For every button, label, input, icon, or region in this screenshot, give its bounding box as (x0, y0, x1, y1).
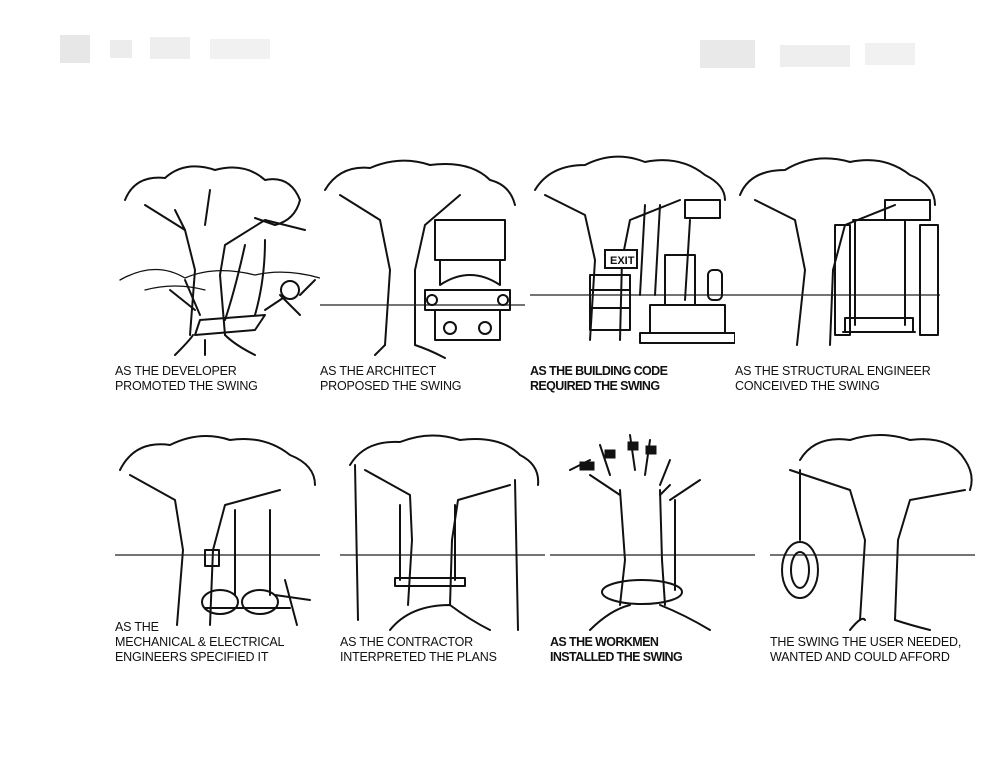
exit-sign: EXIT (610, 255, 635, 267)
tree-swing-illustration (115, 435, 320, 626)
tree-swing-illustration (320, 159, 525, 359)
tree-swing-illustration (340, 434, 545, 631)
tree-swing-illustration (770, 434, 975, 631)
panel-workmen: As the workmeninstalled the swing (550, 425, 755, 675)
tree-swing-illustration (550, 434, 755, 631)
scan-smudge-right (700, 40, 915, 68)
tree-swing-illustration: EXIT (530, 155, 735, 344)
caption: As the contractorinterpreted the plans (340, 635, 497, 664)
tree-swing-illustration (119, 165, 320, 356)
caption: As the developerpromoted the swing (115, 364, 258, 393)
caption: As themechanical & electricalengineers s… (115, 620, 285, 664)
caption: As the architectproposed the swing (320, 364, 462, 393)
panel-developer: As the developerpromoted the swing (115, 150, 320, 400)
panel-structural-engineer: As the structural engineerconceived the … (735, 150, 940, 400)
panel-mechanical-electrical: As themechanical & electricalengineers s… (115, 425, 320, 675)
caption: As the structural engineerconceived the … (735, 364, 931, 393)
panel-architect: As the architectproposed the swing (320, 150, 525, 400)
caption: As the workmeninstalled the swing (550, 635, 683, 664)
scan-smudge (60, 35, 270, 63)
tree-swing-illustration (735, 157, 940, 346)
caption: As the building coderequired the swing (530, 364, 668, 393)
panel-contractor: As the contractorinterpreted the plans (340, 425, 545, 675)
panel-user: The swing the user needed,wanted and cou… (770, 425, 975, 675)
panel-building-code: EXIT As the building coderequired the sw… (530, 150, 735, 400)
caption: The swing the user needed,wanted and cou… (770, 635, 962, 664)
